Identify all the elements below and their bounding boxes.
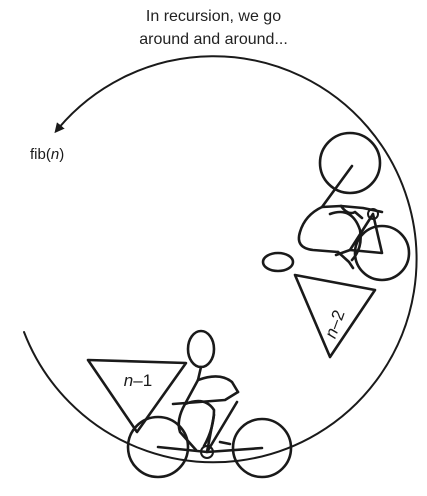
cyclist-lower-front-wheel bbox=[126, 415, 190, 479]
caption-line-2: around and around... bbox=[139, 31, 288, 48]
circular-track-arrow bbox=[23, 55, 418, 464]
cyclist-upper-pedal bbox=[334, 248, 352, 257]
cyclist-lower-arm bbox=[196, 375, 240, 394]
cyclist-upper-arm bbox=[297, 205, 340, 254]
cyclist-lower-pedal bbox=[218, 440, 232, 446]
cyclist-upper-frame bbox=[348, 212, 384, 255]
fib-label: fib(n) bbox=[30, 146, 64, 163]
cyclist-upper-leg bbox=[328, 210, 362, 262]
cyclist-lower-rear-wheel bbox=[231, 417, 293, 479]
triangle-n-minus-2: n–2 bbox=[293, 273, 377, 359]
triangle-n-minus-1-shape bbox=[86, 358, 188, 434]
triangle-n-minus-2-shape bbox=[293, 273, 377, 359]
cyclist-lower-handlebar bbox=[171, 390, 240, 406]
cyclist-lower-chain bbox=[156, 445, 264, 454]
cyclist-upper-shoe bbox=[261, 251, 295, 273]
cyclist-upper-strap bbox=[336, 250, 355, 270]
cyclist-lower-torso bbox=[183, 365, 203, 406]
cyclist-lower-head bbox=[186, 329, 216, 369]
triangle-n-minus-1: n–1 bbox=[86, 358, 188, 434]
cyclist-upper bbox=[261, 131, 411, 282]
cyclist-upper-leg2 bbox=[339, 204, 364, 220]
cyclist-lower-leg2 bbox=[177, 402, 198, 452]
caption-line-1: In recursion, we go bbox=[145, 8, 282, 25]
cyclist-upper-torso bbox=[320, 164, 384, 214]
cyclist-upper-wheel bbox=[353, 224, 411, 282]
cyclist-lower bbox=[126, 329, 293, 479]
cyclist-upper-head bbox=[318, 131, 382, 195]
triangle-n-minus-1-label: n–1 bbox=[124, 371, 152, 390]
